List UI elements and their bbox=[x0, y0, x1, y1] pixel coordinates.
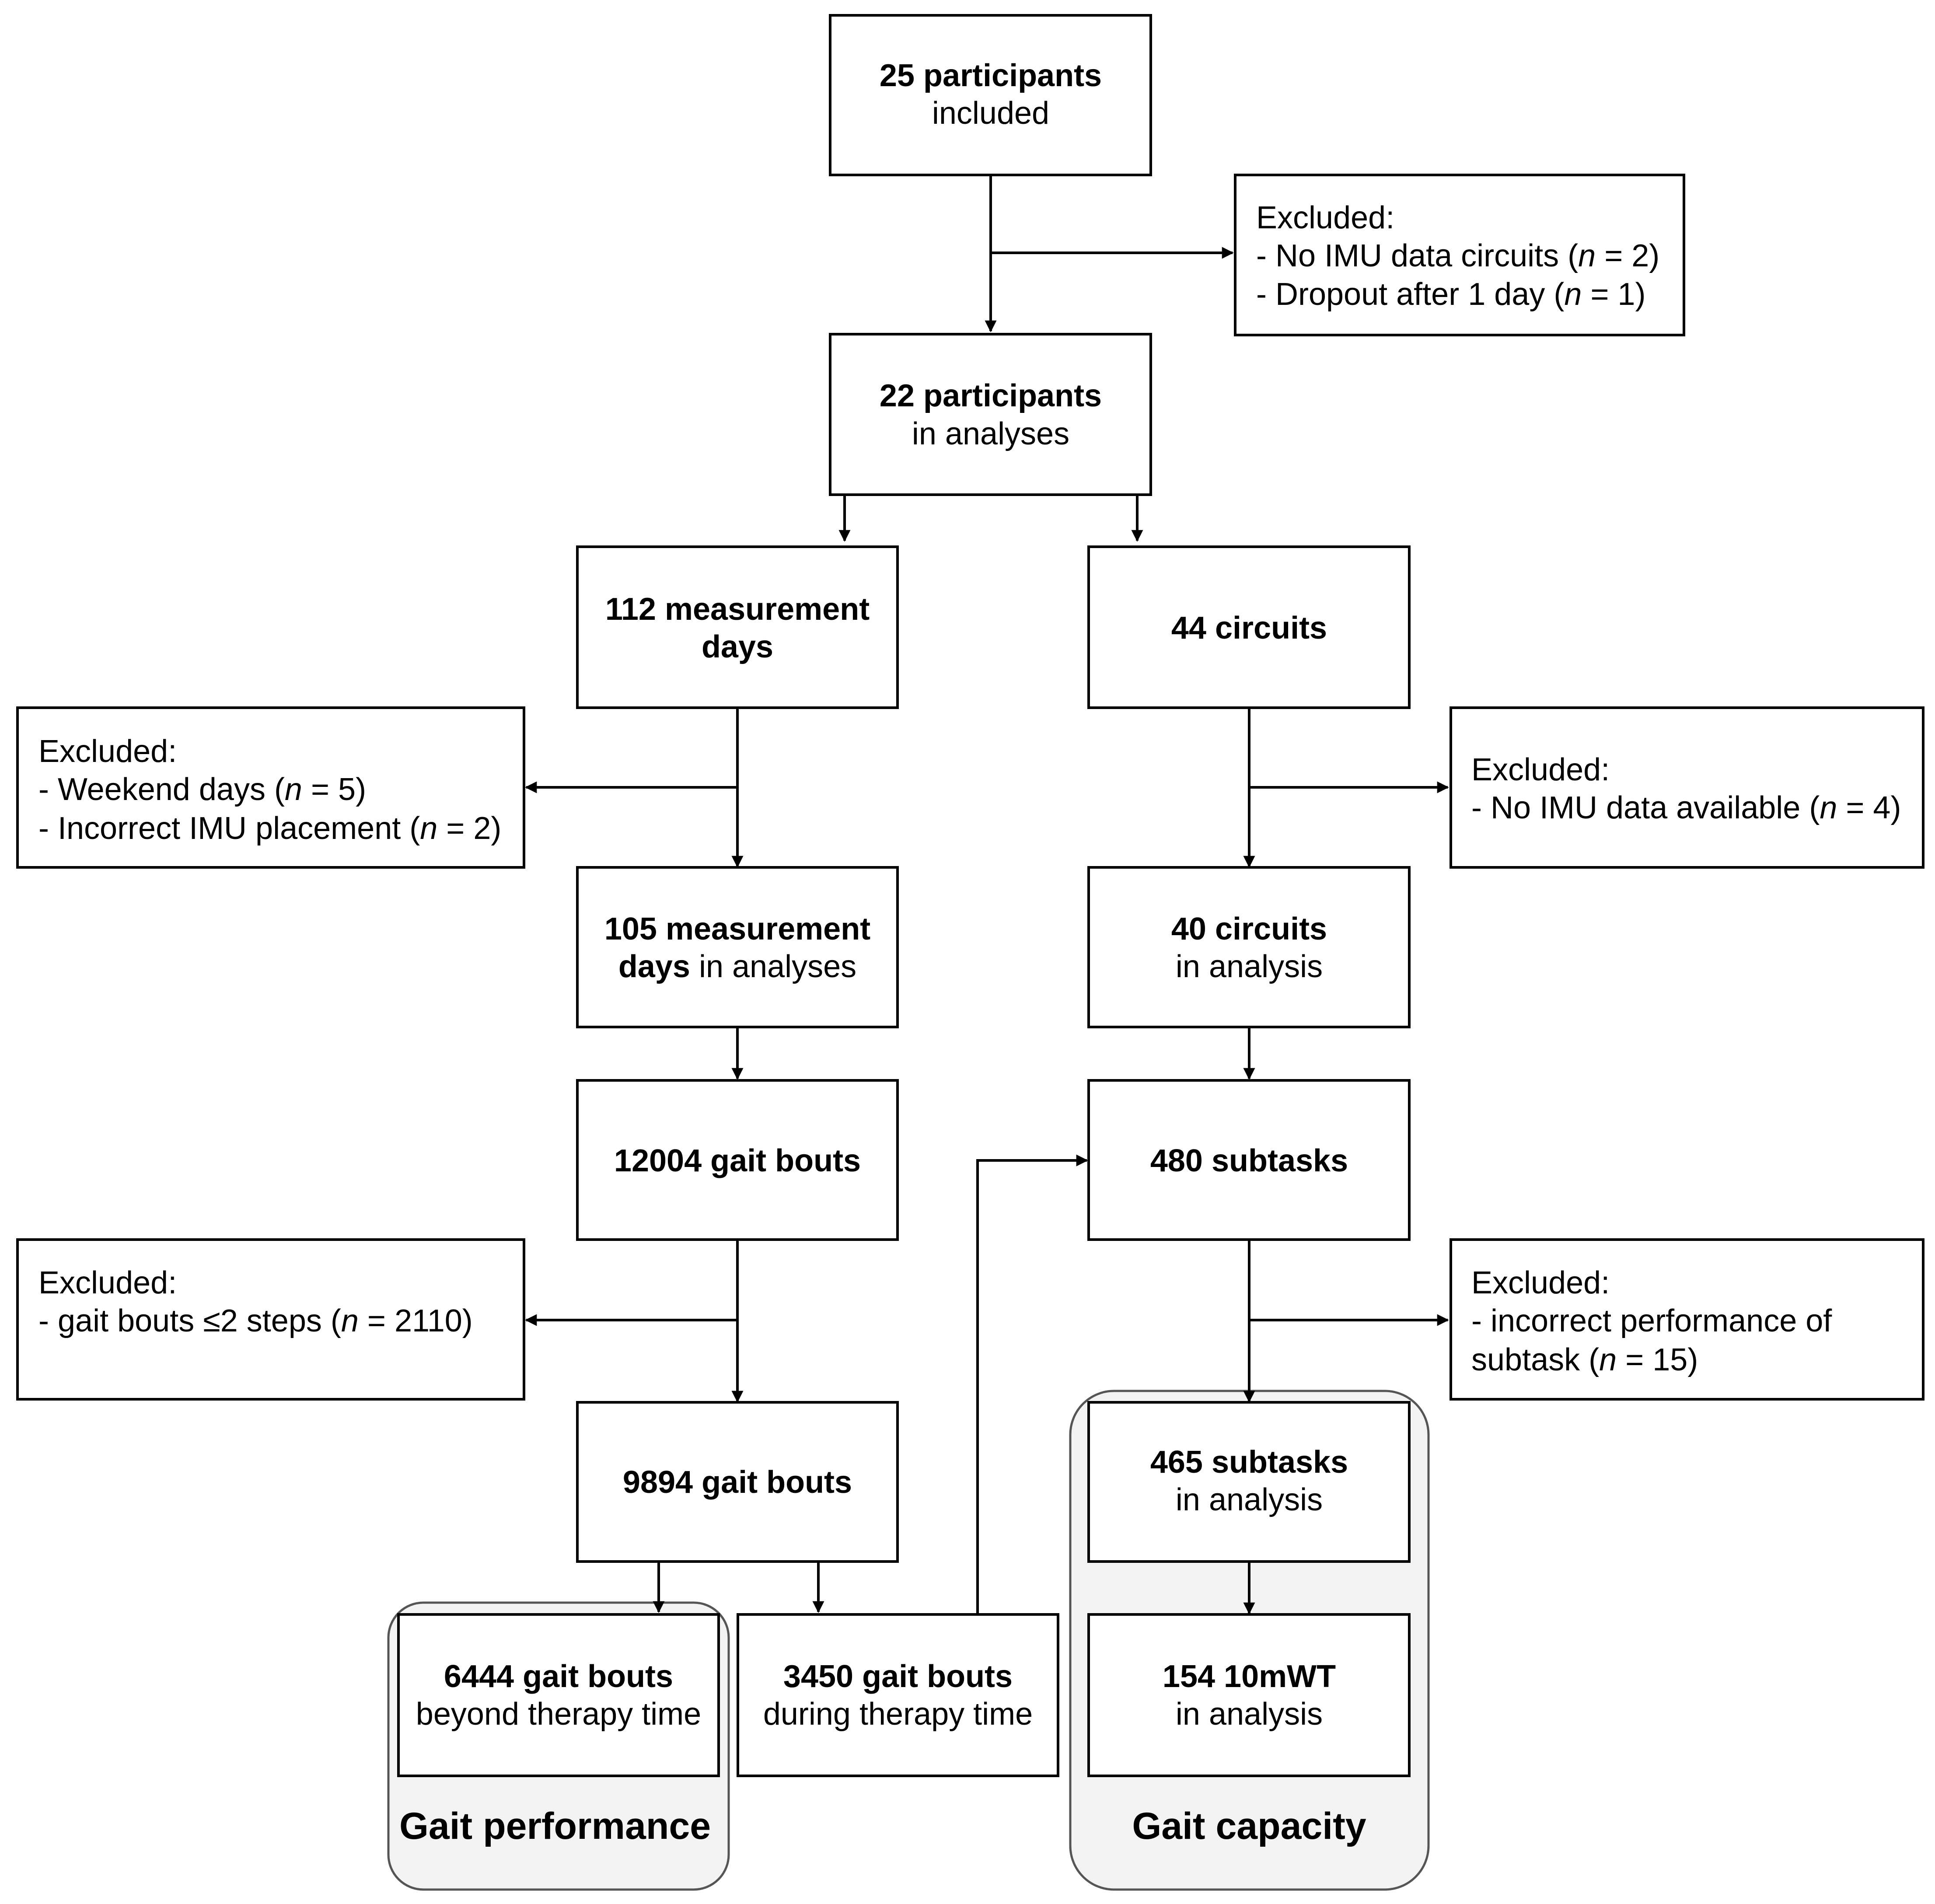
node-bold-text: 105 measurement bbox=[604, 912, 870, 947]
exclusion-title: Excluded: bbox=[38, 1265, 177, 1300]
node-154-10mwt: 154 10mWT in analysis bbox=[1087, 1613, 1411, 1777]
gait-performance-label: Gait performance bbox=[399, 1805, 711, 1847]
node-plain-text: in analysis bbox=[1176, 1697, 1323, 1732]
node-plain-text: in analysis bbox=[1176, 1482, 1323, 1517]
gait-capacity-label: Gait capacity bbox=[1132, 1805, 1366, 1847]
node-bold-text: 480 subtasks bbox=[1150, 1143, 1348, 1178]
node-bold-text: 154 10mWT bbox=[1163, 1659, 1336, 1694]
exclusion-line: - incorrect performance of bbox=[1471, 1303, 1832, 1338]
node-40-circuits: 40 circuits in analysis bbox=[1087, 866, 1411, 1028]
exclusion-title: Excluded: bbox=[1471, 1265, 1610, 1300]
exclusion-box-gait-bouts: Excluded: - gait bouts ≤2 steps (n = 211… bbox=[16, 1238, 525, 1401]
exclusion-line: - No IMU data circuits (n = 2) bbox=[1256, 238, 1659, 273]
exclusion-box-subtasks: Excluded: - incorrect performance of sub… bbox=[1450, 1238, 1925, 1401]
node-bold-text: 44 circuits bbox=[1171, 611, 1327, 646]
node-105-measurement-days: 105 measurement days in analyses bbox=[576, 866, 899, 1028]
exclusion-line: - No IMU data available (n = 4) bbox=[1471, 790, 1901, 825]
exclusion-box-circuits: Excluded: - No IMU data available (n = 4… bbox=[1450, 706, 1925, 869]
exclusion-line: - gait bouts ≤2 steps (n = 2110) bbox=[38, 1303, 473, 1338]
node-480-subtasks: 480 subtasks bbox=[1087, 1079, 1411, 1241]
node-plain-text: in analyses bbox=[912, 416, 1069, 451]
node-bold-text: 112 measurement bbox=[605, 592, 870, 627]
node-bold-text: 465 subtasks bbox=[1150, 1445, 1348, 1480]
node-3450-gait-bouts: 3450 gait bouts during therapy time bbox=[737, 1613, 1059, 1777]
exclusion-title: Excluded: bbox=[1256, 200, 1394, 235]
node-bold-text: 3450 gait bouts bbox=[783, 1659, 1013, 1694]
node-12004-gait-bouts: 12004 gait bouts bbox=[576, 1079, 899, 1241]
exclusion-line: subtask (n = 15) bbox=[1471, 1342, 1698, 1377]
node-plain-text: in analysis bbox=[1176, 949, 1323, 984]
node-bold-text: 6444 gait bouts bbox=[444, 1659, 673, 1694]
node-plain-text: beyond therapy time bbox=[416, 1697, 701, 1732]
node-bold-text: 9894 gait bouts bbox=[623, 1465, 852, 1500]
node-bold-text: days bbox=[702, 629, 773, 664]
node-9894-gait-bouts: 9894 gait bouts bbox=[576, 1401, 899, 1563]
exclusion-box-measurement-days: Excluded: - Weekend days (n = 5) - Incor… bbox=[16, 706, 525, 869]
exclusion-box-participants: Excluded: - No IMU data circuits (n = 2)… bbox=[1234, 174, 1685, 336]
exclusion-title: Excluded: bbox=[38, 734, 177, 769]
exclusion-line: - Dropout after 1 day (n = 1) bbox=[1256, 277, 1645, 312]
node-22-participants: 22 participants in analyses bbox=[829, 333, 1152, 496]
exclusion-line: - Weekend days (n = 5) bbox=[38, 772, 366, 807]
node-465-subtasks: 465 subtasks in analysis bbox=[1087, 1401, 1411, 1563]
exclusion-line: - Incorrect IMU placement (n = 2) bbox=[38, 811, 501, 846]
node-6444-gait-bouts: 6444 gait bouts beyond therapy time bbox=[397, 1613, 720, 1777]
node-25-participants: 25 participants included bbox=[829, 14, 1152, 176]
node-bold-text: 40 circuits bbox=[1171, 912, 1327, 947]
node-bold-text: 22 participants bbox=[880, 378, 1102, 413]
node-112-measurement-days: 112 measurement days bbox=[576, 545, 899, 709]
node-plain-text: during therapy time bbox=[763, 1697, 1033, 1732]
node-plain-text: included bbox=[932, 96, 1049, 131]
node-44-circuits: 44 circuits bbox=[1087, 545, 1411, 709]
node-mixed-text: days in analyses bbox=[618, 949, 856, 984]
edges bbox=[525, 175, 1449, 1614]
node-bold-text: 25 participants bbox=[880, 58, 1102, 93]
exclusion-title: Excluded: bbox=[1471, 752, 1610, 787]
node-bold-text: 12004 gait bouts bbox=[614, 1143, 861, 1178]
